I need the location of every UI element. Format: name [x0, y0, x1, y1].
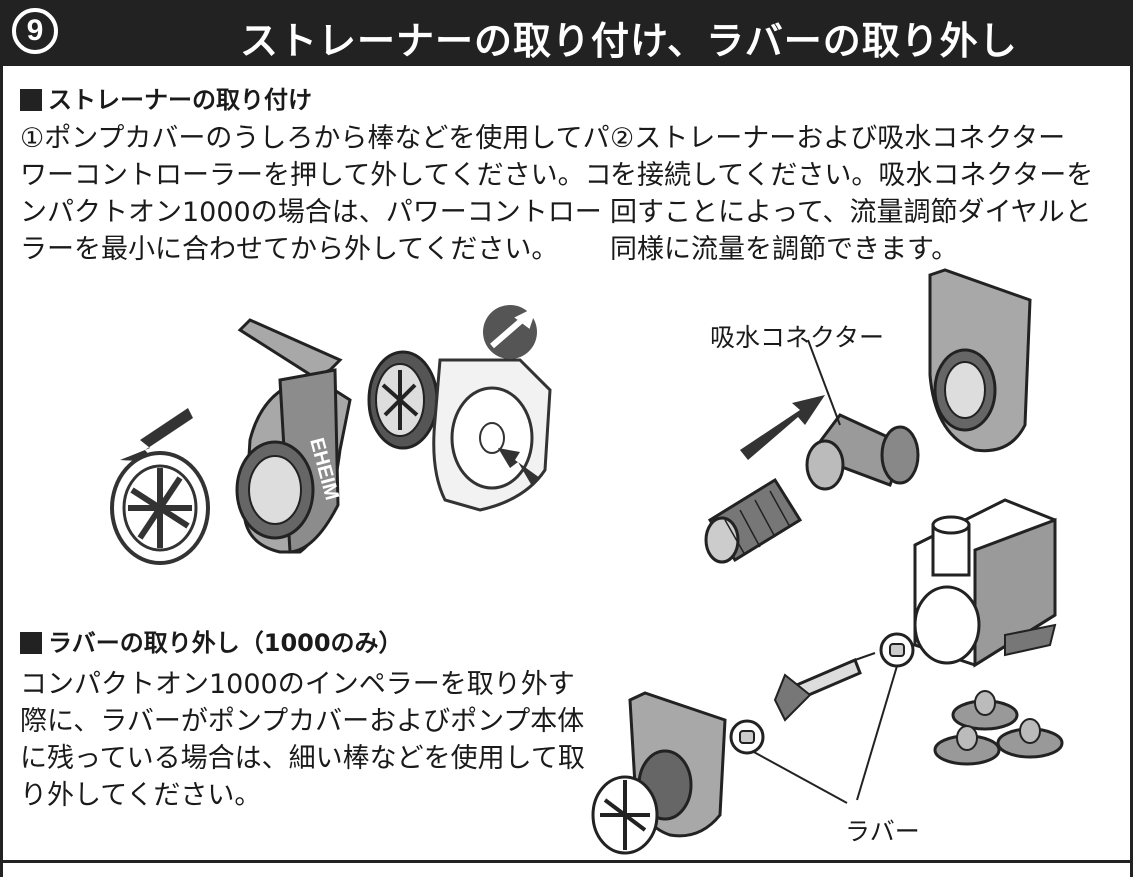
- square-bullet-icon: [20, 632, 42, 654]
- square-bullet-icon: [20, 89, 42, 111]
- strainer-disc: [110, 451, 210, 565]
- rubber-pointer-1: [751, 750, 848, 804]
- step2-line: 回すことによって、流量調節ダイヤルと: [610, 197, 1092, 228]
- step1-line: ンパクトオン1000の場合は、パワーコントロー: [20, 197, 602, 228]
- suction-cups: [933, 690, 1064, 766]
- bottom-rule: [0, 860, 1133, 863]
- step1-line: ワーコントローラーを押して外してください。コ: [20, 160, 612, 191]
- arrow-icon: [120, 408, 193, 462]
- step-number-badge: 9: [12, 8, 58, 54]
- step1-paragraph: ①ポンプカバーのうしろから棒などを使用してパ ワーコントローラーを押して外してく…: [20, 120, 612, 268]
- screwdriver-icon: [483, 305, 538, 359]
- pump-body: [913, 498, 1057, 668]
- arrow-icon: [740, 395, 825, 460]
- impeller: [773, 652, 876, 722]
- rubber-label: ラバー: [845, 817, 920, 846]
- strainer-disc-bottom: [591, 775, 659, 855]
- step2-line: 同様に流量を調節できます。: [610, 234, 959, 265]
- step1-line: ラーを最小に合わせてから外してください。: [20, 234, 559, 265]
- step-number: 9: [26, 14, 44, 47]
- power-controller: [367, 350, 439, 450]
- pump-cover-small: [928, 268, 1032, 453]
- disassembly-illustration: [591, 498, 1064, 855]
- remove-line: 際に、ラバーがポンプカバーおよびポンプ本体: [20, 706, 585, 737]
- intake-connector: [805, 413, 920, 491]
- remove-line: コンパクトオン1000のインペラーを取り外す: [20, 669, 575, 700]
- remove-heading-text: ラバーの取り外し（1000のみ）: [48, 629, 403, 657]
- remove-line: り外してください。: [20, 780, 262, 811]
- step1-line: ①ポンプカバーのうしろから棒などを使用してパ: [20, 123, 610, 154]
- strainer-tube: [704, 477, 803, 564]
- remove-line: に残っている場合は、細い棒などを使用して取: [20, 743, 585, 774]
- step2-paragraph: ②ストレーナーおよび吸水コネクター を接続してください。吸水コネクターを 回すこ…: [610, 120, 1093, 268]
- pump-cover: EHEIM: [235, 318, 352, 554]
- step2-line: ②ストレーナーおよび吸水コネクター: [610, 123, 1066, 154]
- section-header: 9 ストレーナーの取り付け、ラバーの取り外し: [0, 0, 1133, 66]
- step2-illustration: [704, 268, 1032, 564]
- connector-label: 吸水コネクター: [710, 323, 885, 352]
- cover-back: [432, 358, 552, 512]
- rubber-magnified-1: [879, 632, 915, 668]
- rubber-magnified-2: [729, 719, 765, 755]
- connector-pointer: [807, 339, 841, 426]
- step1-illustration: EHEIM: [110, 305, 552, 565]
- push-arrow-icon: [498, 448, 540, 486]
- remove-paragraph: コンパクトオン1000のインペラーを取り外す 際に、ラバーがポンプカバーおよびポ…: [20, 666, 585, 814]
- attach-heading: ストレーナーの取り付け: [20, 80, 312, 115]
- page-title: ストレーナーの取り付け、ラバーの取り外し: [240, 19, 1018, 63]
- remove-heading: ラバーの取り外し（1000のみ）: [20, 623, 403, 658]
- rubber-pointer-2: [856, 665, 898, 801]
- attach-heading-text: ストレーナーの取り付け: [48, 86, 312, 114]
- step2-line: を接続してください。吸水コネクターを: [610, 160, 1094, 191]
